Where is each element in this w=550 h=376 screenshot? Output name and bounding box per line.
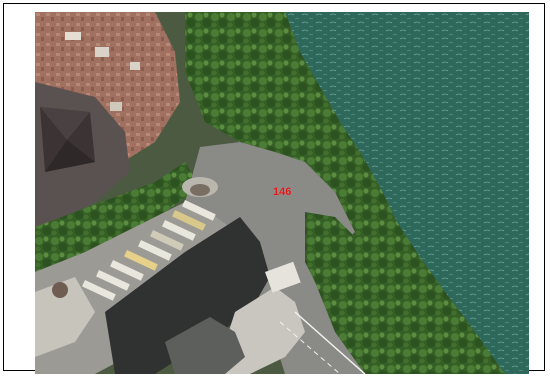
road-network bbox=[185, 142, 365, 374]
shore-vegetation bbox=[185, 12, 505, 374]
lake-water bbox=[285, 12, 529, 374]
parking-structure bbox=[105, 217, 270, 374]
aerial-map[interactable]: 146 bbox=[35, 12, 529, 374]
aerial-imagery bbox=[35, 12, 529, 374]
parcel-number-label[interactable]: 146 bbox=[273, 186, 292, 198]
map-frame: 146 bbox=[3, 3, 545, 374]
parked-vehicles bbox=[82, 200, 216, 301]
